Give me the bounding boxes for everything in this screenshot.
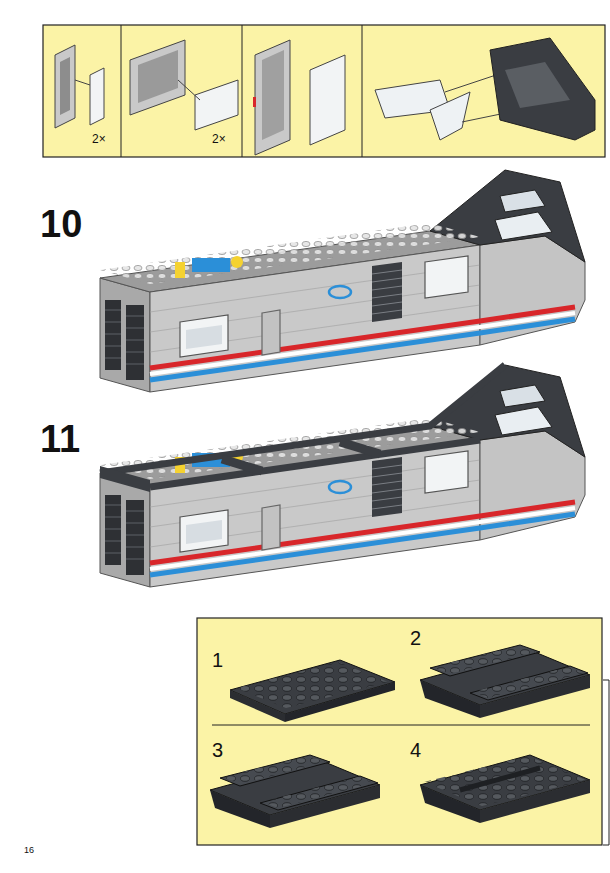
step-number: 11	[40, 420, 80, 458]
train-car-step-11	[100, 365, 585, 587]
base-callout-panel	[197, 618, 609, 845]
substep-number: 2	[410, 628, 421, 648]
substep-number: 1	[212, 650, 223, 670]
parts-callout-panel	[43, 25, 605, 157]
substep-number: 4	[410, 740, 421, 760]
page-number: 16	[24, 846, 34, 855]
quantity-label: 2×	[212, 133, 226, 145]
quantity-label: 2×	[92, 133, 106, 145]
substep-number: 3	[212, 740, 223, 760]
step-number: 10	[40, 205, 82, 243]
train-car-step-10	[100, 170, 585, 392]
